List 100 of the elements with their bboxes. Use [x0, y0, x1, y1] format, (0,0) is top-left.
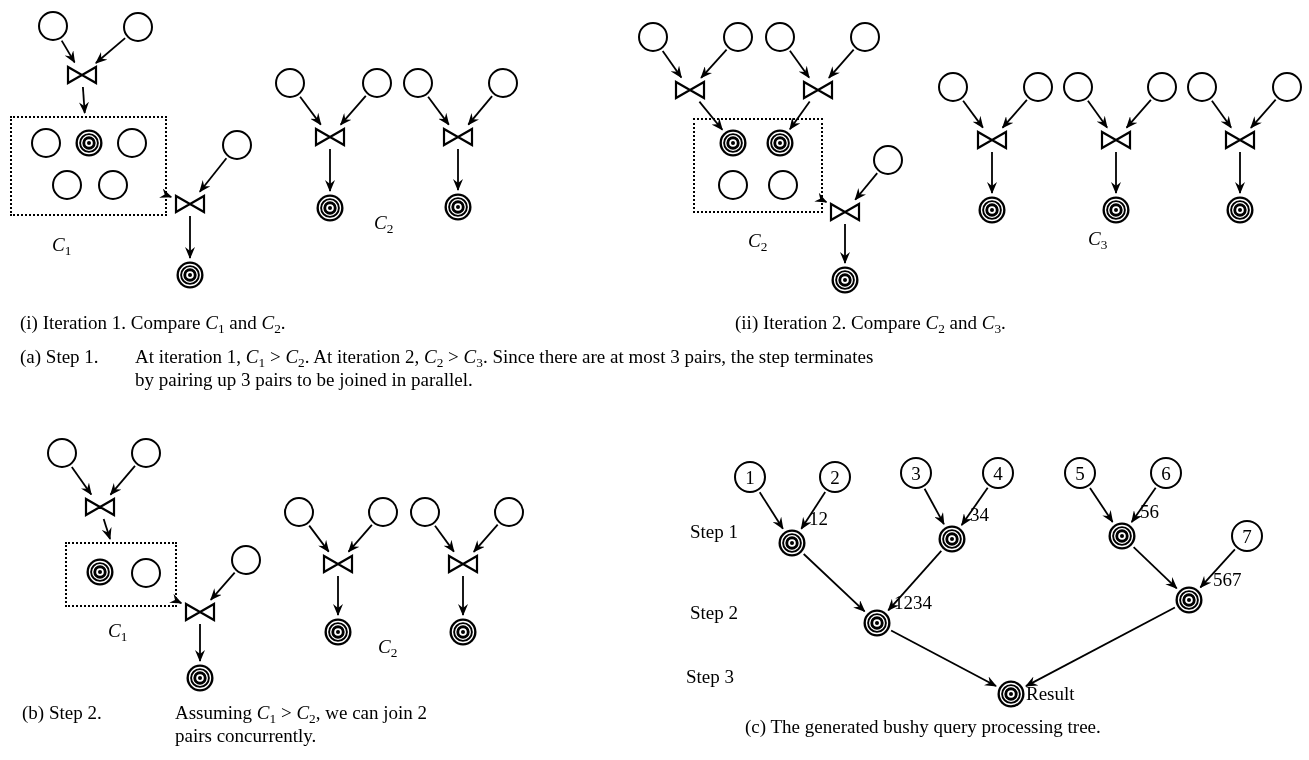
join-symbol	[184, 602, 216, 622]
relation-circle	[850, 22, 880, 52]
arrow	[1111, 151, 1121, 194]
relation-circle	[1187, 72, 1217, 102]
arrow	[1089, 487, 1114, 523]
join-symbol	[66, 65, 98, 85]
arrow	[887, 550, 943, 612]
arrow	[923, 487, 945, 525]
arrow	[434, 524, 455, 553]
relation-circle	[275, 68, 305, 98]
relation-circle	[1064, 457, 1096, 489]
node-number: 5	[1075, 463, 1085, 483]
relation-circle	[488, 68, 518, 98]
group-label: C$_{3}$	[1088, 228, 1108, 251]
relation-circle	[1023, 72, 1053, 102]
caption: (c) The generated bushy query processing tree.	[745, 716, 1101, 739]
join-symbol	[174, 194, 206, 214]
relation-circle	[982, 457, 1014, 489]
arrow	[1211, 99, 1232, 129]
arrow	[1125, 98, 1152, 129]
node-number: 2	[830, 467, 840, 487]
relation-circle	[284, 497, 314, 527]
arrow	[828, 48, 855, 79]
join-symbol	[1100, 130, 1132, 150]
arrow	[661, 50, 683, 79]
arrow	[802, 553, 866, 613]
arrow	[109, 465, 136, 496]
relation-circle	[47, 438, 77, 468]
arrow	[195, 623, 205, 662]
arrow	[198, 157, 228, 193]
join-symbol	[1224, 130, 1256, 150]
description: At iteration 1, C$_{1}$ > C$_{2}$. At iteration 2, C$_{2}$ > C$_{3}$. Since there are at most 3 pairs, the step terminates by pairing up 3 pairs to be joined in parallel.	[135, 346, 875, 392]
join-symbol	[447, 554, 479, 574]
arrow	[308, 524, 330, 553]
join-symbol	[674, 80, 706, 100]
relation-circle	[117, 128, 147, 158]
join-symbol	[442, 127, 474, 147]
arrow	[453, 148, 463, 191]
node-number: 6	[1161, 463, 1171, 483]
relation-circle	[52, 170, 82, 200]
relation-circle	[231, 545, 261, 575]
relation-circle	[362, 68, 392, 98]
arrow	[299, 95, 322, 126]
arrow	[698, 100, 724, 131]
description: Assuming C$_{1}$ > C$_{2}$, we can join 2 pairs concurrently.	[175, 702, 429, 748]
arrow	[209, 571, 236, 601]
arrow	[472, 523, 499, 553]
arrow	[1025, 606, 1176, 687]
arrow	[1001, 98, 1028, 129]
relation-circle	[873, 145, 903, 175]
arrow	[789, 49, 810, 79]
relation-circle	[765, 22, 795, 52]
join-symbol	[84, 497, 116, 517]
relation-circle	[1147, 72, 1177, 102]
node-label: 56	[1140, 502, 1159, 523]
arrow	[758, 491, 784, 530]
node-number: 1	[745, 467, 755, 487]
arrow	[101, 518, 112, 541]
group-label: C$_{2}$	[374, 212, 394, 235]
relation-circle	[1150, 457, 1182, 489]
group-label: C$_{2}$	[748, 230, 768, 253]
relation-circle	[734, 461, 766, 493]
arrow	[169, 593, 183, 604]
arrow	[814, 192, 828, 203]
arrow	[962, 99, 984, 129]
relation-circle	[410, 497, 440, 527]
arrow	[1087, 99, 1108, 129]
node-number: 7	[1242, 526, 1252, 546]
relation-circle	[768, 170, 798, 200]
relation-circle	[38, 11, 68, 41]
relation-circle	[222, 130, 252, 160]
relation-circle	[403, 68, 433, 98]
arrow	[78, 86, 89, 114]
arrow	[1199, 548, 1236, 589]
group-label: C$_{1}$	[108, 620, 128, 643]
join-symbol	[322, 554, 354, 574]
group-label: C$_{1}$	[52, 234, 72, 257]
relation-circle	[31, 128, 61, 158]
arrow	[339, 94, 367, 126]
relation-circle	[1272, 72, 1302, 102]
node-number: 4	[993, 463, 1003, 483]
arrow	[60, 39, 76, 64]
step-label: Step 2	[690, 602, 739, 625]
join-symbol	[829, 202, 861, 222]
step-label: Step 1	[690, 521, 739, 544]
join-symbol	[802, 80, 834, 100]
dotted-group-box	[10, 116, 167, 216]
arrow	[987, 151, 997, 194]
relation-circle	[718, 170, 748, 200]
node-label: Result	[1026, 684, 1075, 705]
arrow	[185, 215, 195, 259]
node-label: 12	[809, 509, 828, 530]
arrow	[890, 629, 997, 687]
arrow	[458, 575, 468, 616]
arrow	[1235, 151, 1245, 194]
relation-circle	[900, 457, 932, 489]
caption: (ii) Iteration 2. Compare C$_{2}$ and C$_{3}$.	[735, 312, 1006, 335]
arrow	[1132, 546, 1178, 590]
step-label: (b) Step 2.	[22, 702, 102, 725]
arrow	[159, 188, 173, 198]
